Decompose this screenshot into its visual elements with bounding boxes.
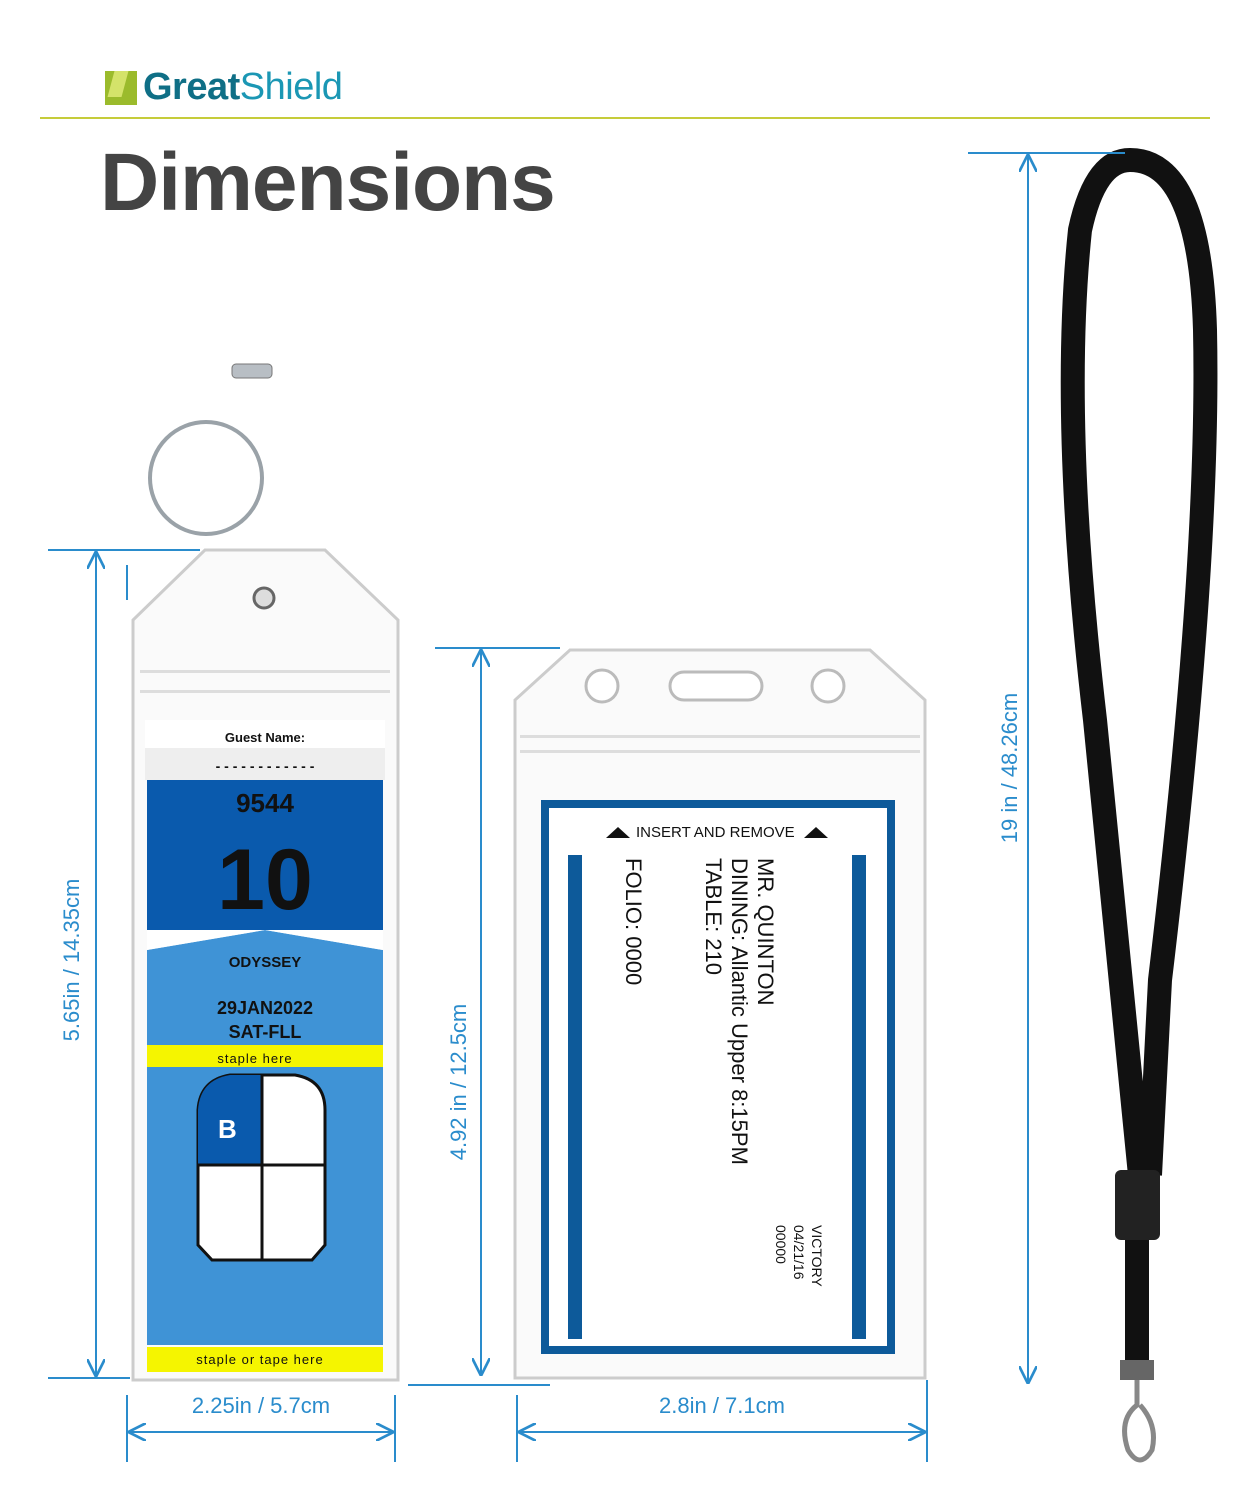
arrow-up-icon [606,827,630,838]
slot-hole [668,670,764,702]
staple-strip [147,1045,383,1067]
badge-folio: FOLIO: 0000 [621,858,646,986]
lanyard-length-label: 19 in / 48.26cm [997,692,1022,844]
tag-date: 29JAN2022 [216,998,314,1018]
header-divider [40,117,1210,119]
badge-date: 04/21/16 [791,1225,807,1280]
badge-height-label: 4.92 in / 12.5cm [446,1003,471,1161]
ring-lock [231,363,273,379]
tag-width-label: 2.25in / 5.7cm [191,1393,331,1418]
insert-remove-label: INSERT AND REMOVE [636,824,795,841]
arrow-up-icon [804,827,828,838]
tag-grommet [252,586,276,610]
lanyard-strap [1060,148,1218,1177]
staple-tape-label: staple or tape here [196,1352,324,1367]
logo-mark-icon [105,70,137,105]
badge-ship: VICTORY [809,1225,825,1287]
wire-ring [148,420,264,536]
quadrant-letter: B [218,1114,237,1144]
tag-big-number: 10 [217,832,313,928]
badge-code: 00000 [773,1225,789,1264]
badge-line-name: MR. QUINTON [753,858,778,1006]
badge-line-dining: DINING: Allantic Upper 8:15PM [727,858,752,1165]
tag-route: SAT-FLL [228,1022,302,1042]
logo-text: GreatShield [143,66,343,108]
guest-name-label: Guest Name: [224,730,306,745]
badge-card [541,800,895,1354]
badge-main-lines: MR. QUINTON DINING: Allantic Upper 8:15P… [700,858,778,1318]
page-title: Dimensions [100,137,556,228]
tag-dark-blue-block [147,780,383,930]
tag-ship: ODYSSEY [228,954,302,971]
guest-name-dashes: - - - - - - - - - - - - [215,758,315,774]
badge-width-label: 2.8in / 7.1cm [659,1393,785,1418]
tag-height-label: 5.65in / 14.35cm [59,878,84,1042]
lanyard-buckle [1115,1170,1160,1240]
tag-number: 9544 [236,788,294,818]
staple-here-label: staple here [217,1051,293,1066]
lanyard-clip [1122,1380,1156,1463]
brand-logo: GreatShield [105,66,343,109]
staple-tape-strip [147,1347,383,1372]
badge-line-table: TABLE: 210 [701,858,726,975]
dimension-lines [48,152,1125,1462]
badge-corner-lines: VICTORY 04/21/16 00000 [772,1225,826,1287]
